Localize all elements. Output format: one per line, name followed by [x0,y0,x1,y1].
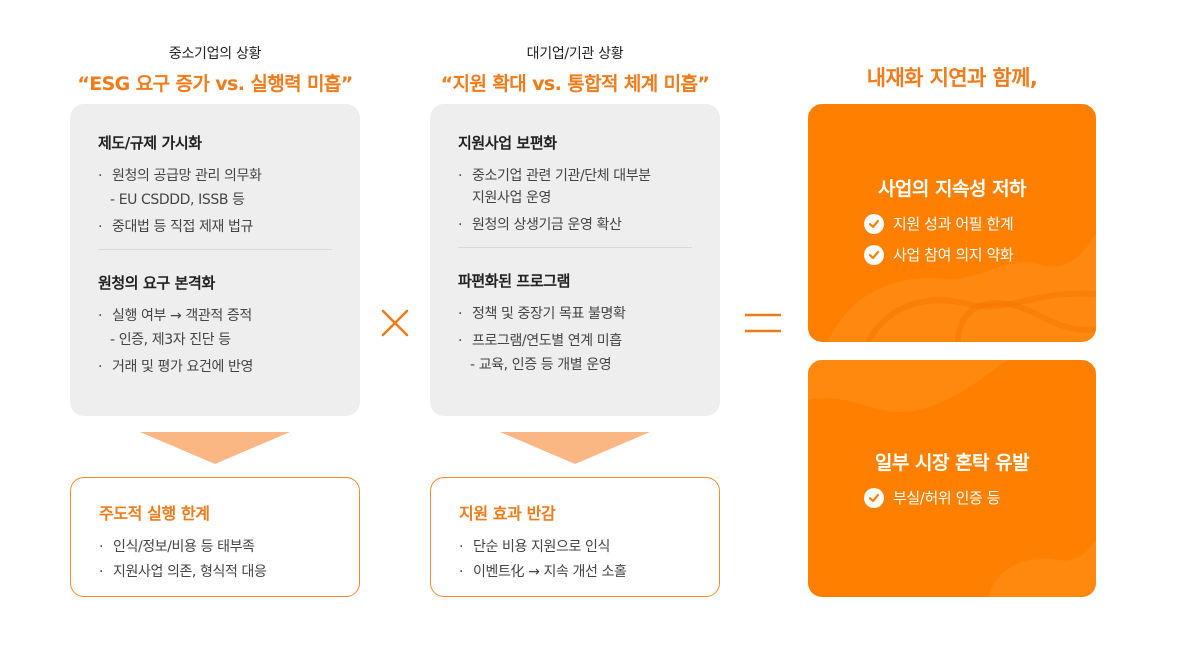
down-arrow-triangle [500,432,650,464]
middle-result-box: 지원 효과 반감 단순 비용 지원으로 인식 이벤트化 → 지속 개선 소홀 [430,477,720,597]
result-card-sustainability: 사업의 지속성 저하 지원 성과 어필 한계 사업 참여 의지 약화 [808,104,1096,342]
result-card-market: 일부 시장 혼탁 유발 부실/허위 인증 등 [808,360,1096,597]
list-item: 인식/정보/비용 등 태부족 [99,538,331,557]
list-item: 거래 및 평가 요건에 반영 [98,358,332,377]
card-title: 사업의 지속성 저하 [877,178,1027,200]
right-title: 내재화 지연과 함께, [866,66,1038,90]
left-section-1-title: 제도/규제 가시화 [98,134,202,152]
check-circle-icon [864,244,884,265]
check-circle-icon [864,487,884,508]
list-item: 이벤트化 → 지속 개선 소홀 [459,563,691,582]
list-item: 교육, 인증 등 개별 운영 [458,356,692,375]
list-item: 실행 여부 → 객관적 증적 [98,307,332,326]
middle-result-title: 지원 효과 반감 [459,504,556,523]
divider [458,247,692,248]
left-subtitle: 중소기업의 상황 [168,46,262,62]
card-check-list: 부실/허위 인증 등 [808,487,1096,508]
left-result-title: 주도적 실행 한계 [99,504,210,523]
multiply-icon [381,309,409,341]
left-result-list: 인식/정보/비용 등 태부족 지원사업 의존, 형식적 대응 [99,538,331,582]
check-item-label: 부실/허위 인증 등 [893,489,1001,507]
divider [98,249,332,250]
middle-situation-box: 지원사업 보편화 중소기업 관련 기관/단체 대부분 지원사업 운영 원청의 상… [430,104,720,416]
left-column-header: 중소기업의 상황 “ESG 요구 증가 vs. 실행력 미흡” [70,43,360,96]
middle-subtitle: 대기업/기관 상황 [526,46,624,62]
middle-result-list: 단순 비용 지원으로 인식 이벤트化 → 지속 개선 소홀 [459,538,691,582]
list-item: 원청의 공급망 관리 의무화 [98,167,332,186]
left-section-2-title: 원청의 요구 본격화 [98,274,215,292]
list-item: 정책 및 중장기 목표 불명확 [458,305,692,324]
left-section-2-list: 실행 여부 → 객관적 증적 인증, 제3자 진단 등 거래 및 평가 요건에 … [98,307,332,377]
check-item-label: 사업 참여 의지 약화 [893,246,1014,264]
list-item: 인증, 제3자 진단 등 [98,331,332,350]
list-item: EU CSDDD, ISSB 등 [98,191,332,210]
decorative-wave-graphic [808,360,1096,597]
left-result-box: 주도적 실행 한계 인식/정보/비용 등 태부족 지원사업 의존, 형식적 대응 [70,477,360,597]
middle-section-1-list: 중소기업 관련 기관/단체 대부분 지원사업 운영 원청의 상생기금 운영 확산 [458,167,692,235]
card-check-list: 지원 성과 어필 한계 사업 참여 의지 약화 [808,213,1096,265]
list-item: 중소기업 관련 기관/단체 대부분 [458,167,692,186]
list-item: 부실/허위 인증 등 [864,487,1096,508]
left-situation-box: 제도/규제 가시화 원청의 공급망 관리 의무화 EU CSDDD, ISSB … [70,104,360,416]
middle-title: “지원 확대 vs. 통합적 체계 미흡” [440,73,710,95]
middle-column-header: 대기업/기관 상황 “지원 확대 vs. 통합적 체계 미흡” [430,43,720,96]
left-section-1-list: 원청의 공급망 관리 의무화 EU CSDDD, ISSB 등 중대법 등 직접… [98,167,332,237]
check-circle-icon [864,213,884,234]
list-item: 중대법 등 직접 제재 법규 [98,218,332,237]
list-item: 지원 성과 어필 한계 [864,213,1096,234]
left-title: “ESG 요구 증가 vs. 실행력 미흡” [77,73,353,95]
check-item-label: 지원 성과 어필 한계 [893,215,1014,233]
list-item: 단순 비용 지원으로 인식 [459,538,691,557]
middle-section-2-list: 정책 및 중장기 목표 불명확 프로그램/연도별 연계 미흡 교육, 인증 등 … [458,305,692,375]
list-item: 원청의 상생기금 운영 확산 [458,216,692,235]
middle-section-1-title: 지원사업 보편화 [458,134,557,152]
list-item: 지원사업 의존, 형식적 대응 [99,563,331,582]
decorative-wave-graphic [828,234,1096,342]
list-item: 지원사업 운영 [472,190,551,206]
equals-icon [744,311,782,339]
list-item: 프로그램/연도별 연계 미흡 [458,332,692,351]
middle-section-2-title: 파편화된 프로그램 [458,272,571,290]
card-title: 일부 시장 혼탁 유발 [874,452,1030,474]
down-arrow-triangle [140,432,290,464]
list-item: 사업 참여 의지 약화 [864,244,1096,265]
